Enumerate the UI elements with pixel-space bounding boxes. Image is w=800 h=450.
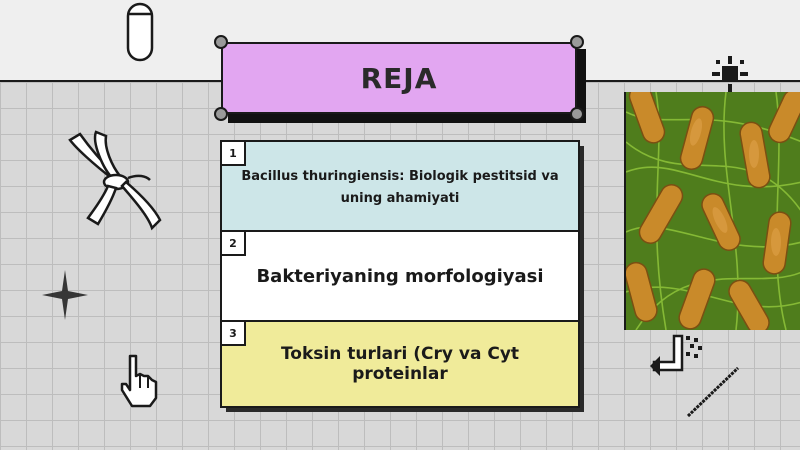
sparkle-icon xyxy=(42,270,88,320)
cursor-arrow-icon xyxy=(650,334,702,376)
item-text: Bacillus thuringiensis: Biologik pestits… xyxy=(241,169,559,206)
ribbon-bow-icon xyxy=(68,130,162,231)
list-item: 1 Bacillus thuringiensis: Biologik pesti… xyxy=(222,142,578,232)
title-box: REJA xyxy=(221,42,577,114)
item-text: Bakteriyaning morfologiyasi xyxy=(256,265,544,287)
resize-handle-bottom-left[interactable] xyxy=(214,107,228,121)
bacteria-image xyxy=(624,92,800,330)
resize-handle-bottom-right[interactable] xyxy=(570,107,584,121)
star-sparkle-icon xyxy=(712,56,748,92)
pointer-hand-icon xyxy=(120,354,158,408)
resize-handle-top-right[interactable] xyxy=(570,35,584,49)
pencil-line-icon xyxy=(686,366,740,418)
list-item: 3 Toksin turlari (Cry va Cyt proteinlar xyxy=(222,322,578,406)
item-text: Toksin turlari (Cry va Cyt proteinlar xyxy=(280,344,520,384)
item-number: 1 xyxy=(222,142,246,166)
resize-handle-top-left[interactable] xyxy=(214,35,228,49)
capsule-icon xyxy=(126,2,154,62)
agenda-list: 1 Bacillus thuringiensis: Biologik pesti… xyxy=(220,140,580,408)
page-title: REJA xyxy=(360,61,438,95)
item-number: 3 xyxy=(222,322,246,346)
item-number: 2 xyxy=(222,232,246,256)
list-item: 2 Bakteriyaning morfologiyasi xyxy=(222,232,578,322)
